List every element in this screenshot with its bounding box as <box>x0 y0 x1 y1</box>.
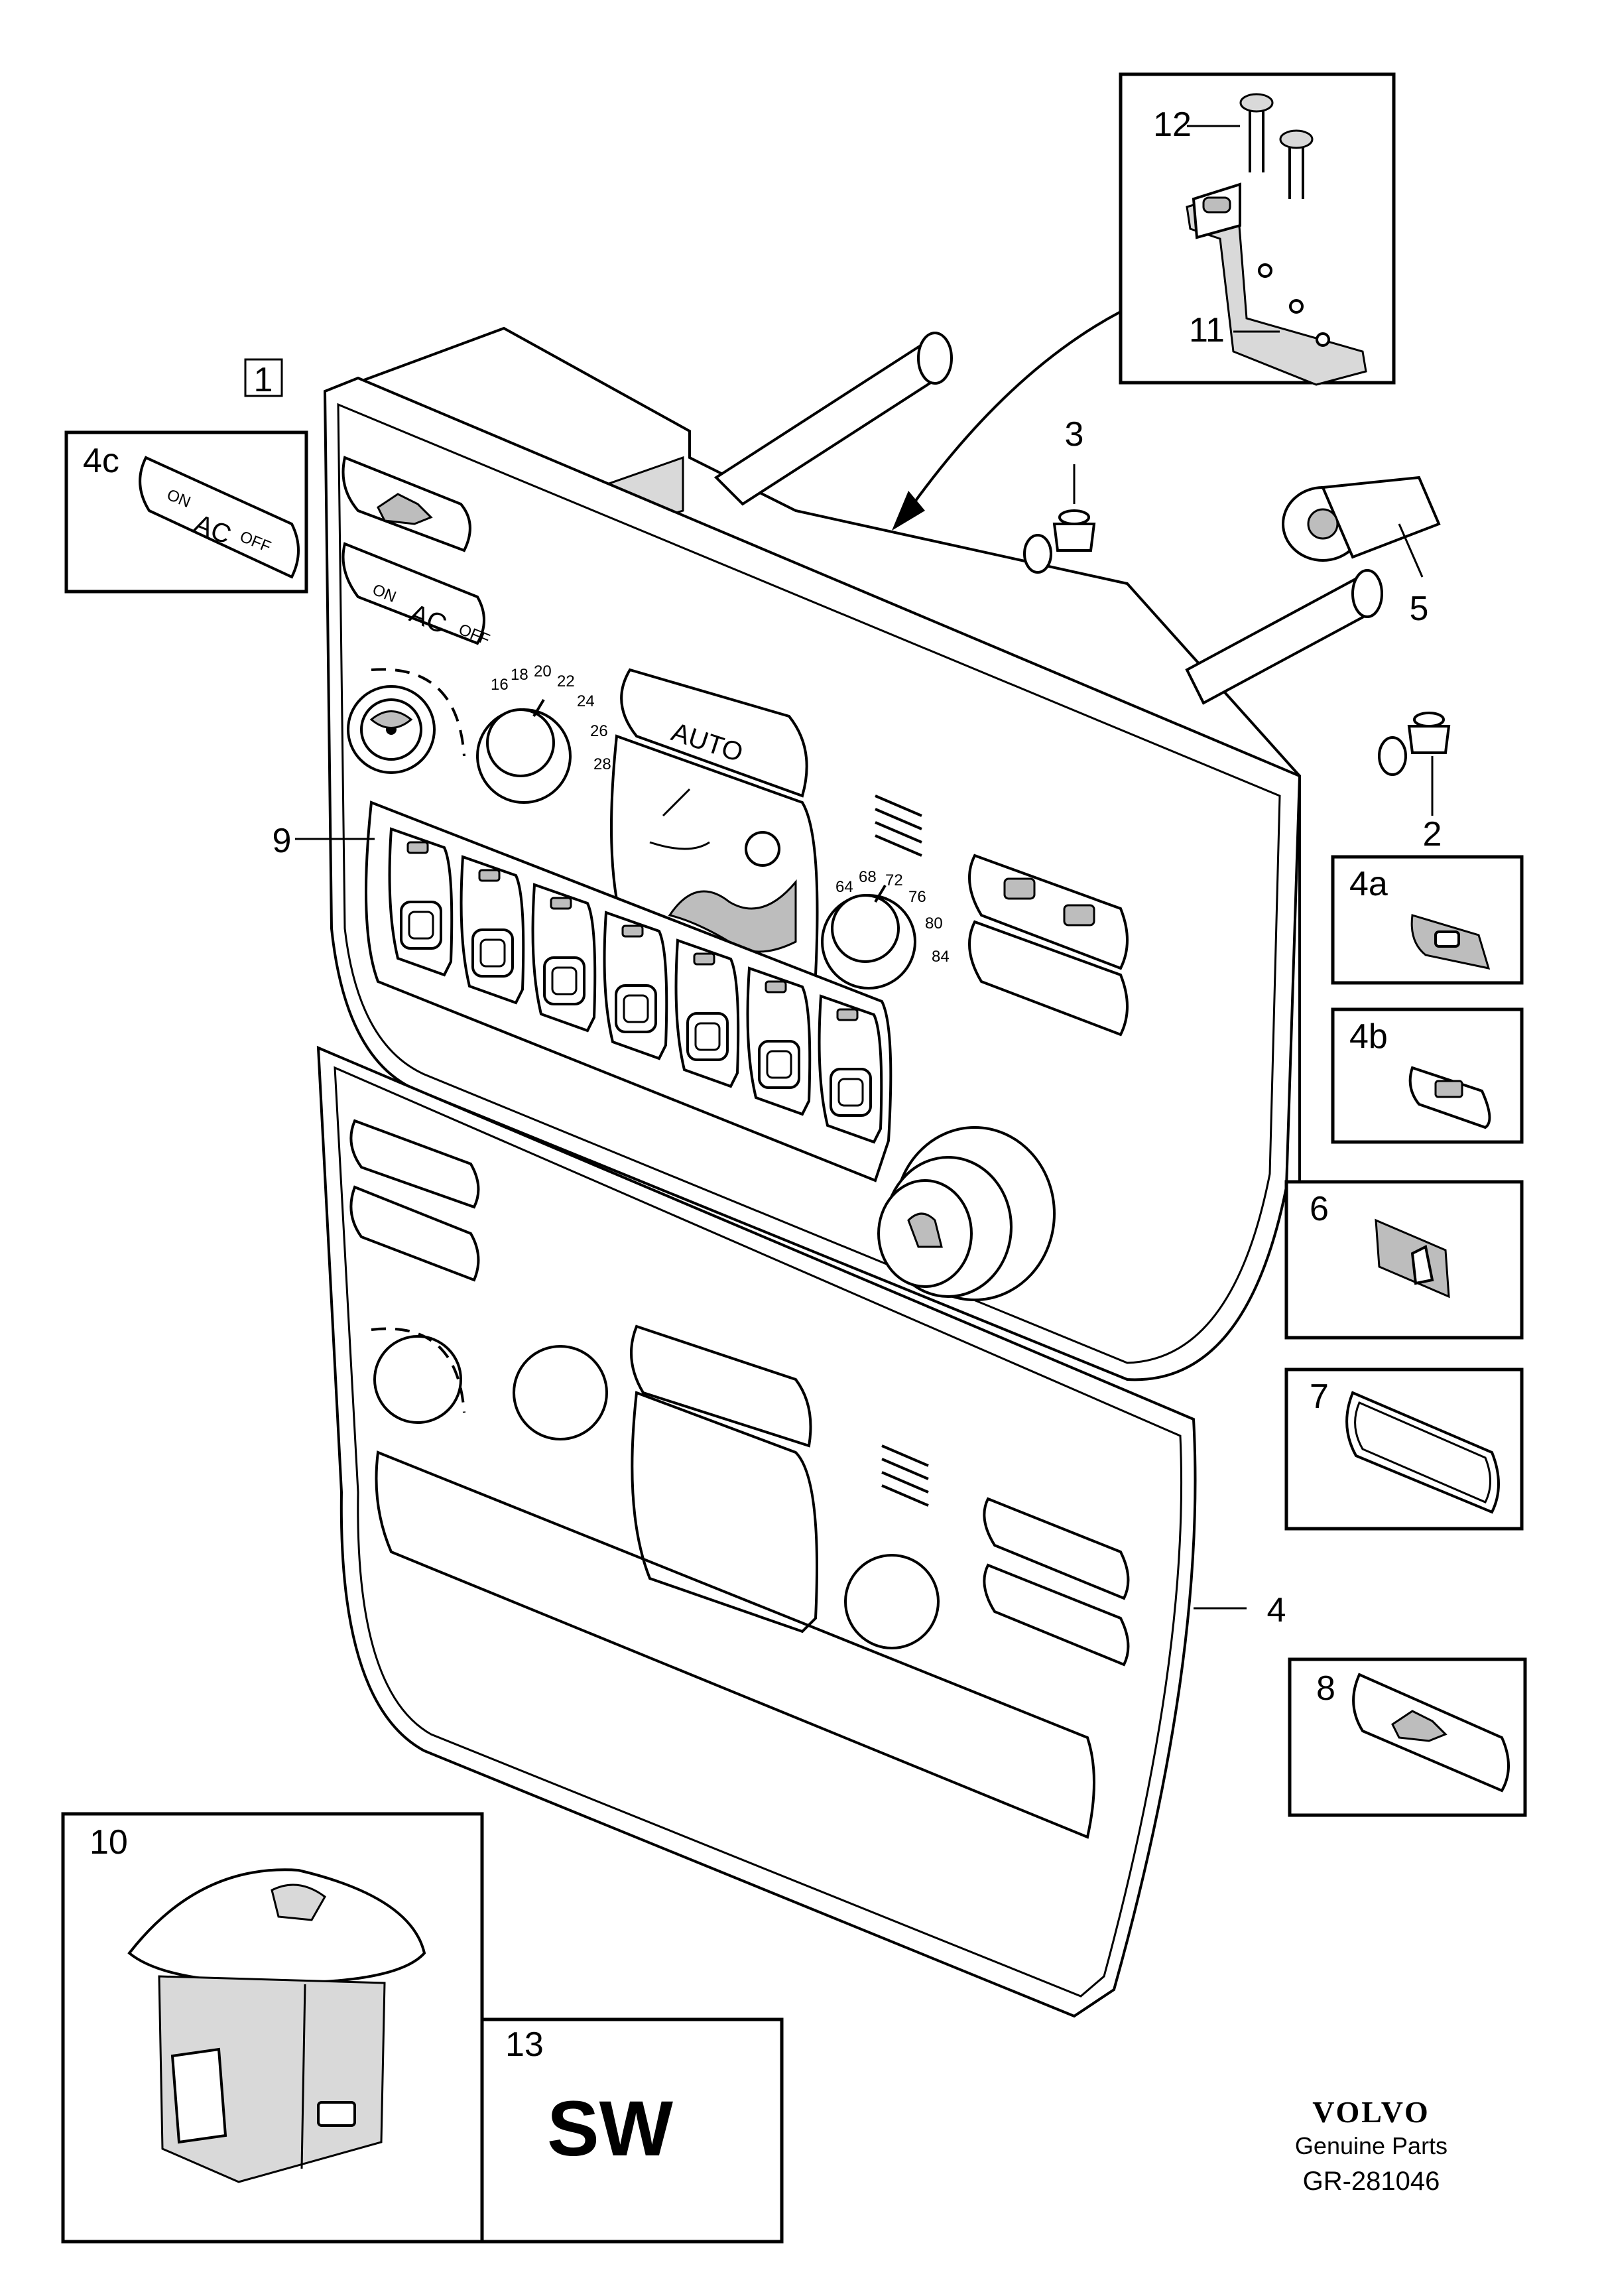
temp-left-2: 18 <box>511 666 528 684</box>
right-temp-knob: 64 68 72 76 80 84 <box>821 868 950 989</box>
callout-11: 11 <box>1189 311 1225 350</box>
screw-12 <box>1239 93 1314 199</box>
detail-box-7: 7 <box>1284 1368 1524 1531</box>
callout-labels: 1 3 5 2 9 4 <box>244 358 1442 1629</box>
rocker-switch <box>388 827 454 977</box>
callout-2: 2 <box>1423 815 1442 854</box>
detail-box-4b: 4b <box>1331 1007 1524 1144</box>
rocker-switch <box>531 883 597 1033</box>
temp-left-7: 28 <box>593 755 611 773</box>
vent-grille <box>875 795 922 857</box>
detail-box-10: 10 <box>61 1812 484 2244</box>
callout-1: 1 <box>254 361 273 399</box>
temp-right-1: 64 <box>835 878 853 896</box>
rocker-switch <box>460 855 525 1005</box>
callout-3: 3 <box>1065 415 1084 454</box>
switch-bank <box>365 800 893 1182</box>
temp-right-5: 80 <box>925 915 943 932</box>
callout-4b: 4b <box>1349 1017 1388 1056</box>
front-trim-panel <box>316 1045 1197 2018</box>
left-temp-knob: 16 18 20 22 24 26 28 <box>476 663 611 804</box>
fan-knob <box>347 668 465 774</box>
callout-7: 7 <box>1310 1377 1329 1416</box>
callout-10: 10 <box>90 1823 128 1862</box>
callout-13: 13 <box>505 2025 544 2064</box>
temp-right-2: 68 <box>859 868 877 886</box>
climate-control-unit: AC ON OFF 16 18 20 22 24 26 28 <box>323 326 1451 1381</box>
sw-label: SW <box>547 2085 674 2173</box>
assembly-arrow <box>892 310 1121 531</box>
connector-5 <box>1282 476 1441 578</box>
detail-box-4c: 4c AC ON OFF <box>64 430 308 594</box>
callout-5: 5 <box>1410 590 1429 628</box>
temp-left-4: 22 <box>557 672 575 690</box>
rocker-switch <box>746 966 812 1116</box>
detail-box-4a: 4a <box>1331 855 1524 985</box>
air-distribution-display <box>610 734 819 997</box>
temp-right-6: 84 <box>932 948 950 966</box>
temp-left-6: 26 <box>590 722 608 740</box>
temp-right-4: 76 <box>908 888 926 906</box>
brand-block: VOLVO Genuine Parts GR-281046 <box>1295 2095 1448 2196</box>
reference-number: GR-281046 <box>1303 2167 1440 2196</box>
auto-button: AUTO <box>620 668 808 798</box>
defrost-buttons <box>968 854 1129 1037</box>
detail-box-bracket: 12 11 <box>1119 72 1396 386</box>
bulb-3 <box>1023 464 1096 574</box>
callout-4a: 4a <box>1349 865 1388 903</box>
detail-box-8: 8 <box>1288 1657 1527 1817</box>
callout-4c: 4c <box>83 442 119 480</box>
rocker-switch <box>818 994 883 1144</box>
recirc-button <box>341 456 471 552</box>
callout-8: 8 <box>1316 1669 1335 1708</box>
callout-4: 4 <box>1267 1591 1286 1629</box>
detail-box-6: 6 <box>1284 1180 1524 1340</box>
temp-left-3: 20 <box>534 663 552 680</box>
leader-lines <box>295 838 1247 1610</box>
detail-box-13: 13 SW <box>480 2017 784 2244</box>
callout-6: 6 <box>1310 1190 1329 1228</box>
callout-9: 9 <box>273 822 292 860</box>
callout-12: 12 <box>1153 105 1192 144</box>
bulb-2 <box>1378 712 1451 816</box>
rocker-switch <box>674 938 740 1088</box>
temp-right-3: 72 <box>885 871 903 889</box>
temp-left-1: 16 <box>491 676 509 694</box>
brand-subtitle: Genuine Parts <box>1295 2132 1448 2159</box>
rocker-switch <box>603 911 668 1060</box>
temp-left-5: 24 <box>577 692 595 710</box>
volvo-logo: VOLVO <box>1312 2095 1430 2129</box>
seat-heater-knob <box>877 1126 1056 1301</box>
